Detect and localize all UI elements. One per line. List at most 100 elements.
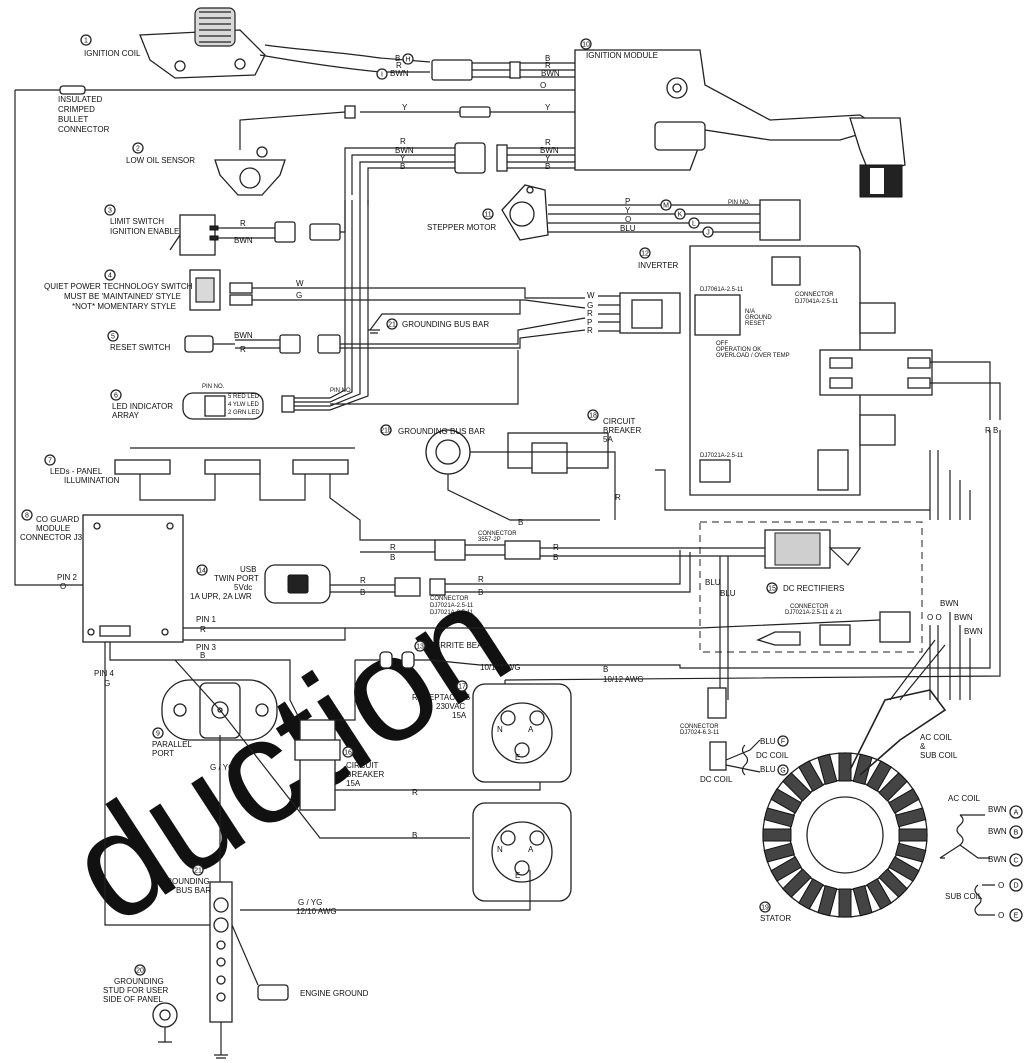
svg-text:OPERATION OK: OPERATION OK [716, 347, 761, 353]
svg-text:B: B [360, 588, 365, 597]
svg-text:OVERLOAD / OVER TEMP: OVERLOAD / OVER TEMP [716, 353, 790, 359]
svg-text:STEPPER MOTOR: STEPPER MOTOR [427, 223, 496, 232]
svg-text:IGNITION COIL: IGNITION COIL [84, 49, 141, 58]
svg-text:3: 3 [108, 208, 112, 215]
svg-text:3557-2P: 3557-2P [478, 537, 501, 543]
stepper-motor [501, 184, 760, 241]
stator-tooth [898, 828, 928, 842]
svg-text:BLU: BLU [705, 578, 721, 587]
svg-text:MODULE: MODULE [36, 524, 70, 533]
stator-tooth [782, 868, 812, 898]
svg-text:15A: 15A [346, 779, 361, 788]
svg-text:5A: 5A [603, 435, 613, 444]
grounding-stud [152, 1002, 178, 1043]
svg-text:BWN: BWN [541, 69, 560, 78]
svg-text:BLU: BLU [620, 224, 636, 233]
svg-text:B: B [553, 553, 558, 562]
svg-text:AC COIL: AC COIL [948, 794, 981, 803]
reset-switch [184, 317, 586, 354]
stator-tooth [878, 772, 908, 802]
svg-text:B: B [518, 518, 523, 527]
svg-text:Y: Y [400, 154, 406, 163]
svg-text:G: G [296, 291, 302, 300]
stator-tooth [878, 868, 908, 898]
svg-text:15: 15 [768, 586, 776, 593]
co-guard-module [82, 514, 184, 643]
svg-text:CONNECTOR: CONNECTOR [680, 724, 719, 730]
svg-text:G / YG: G / YG [298, 898, 322, 907]
svg-text:INVERTER: INVERTER [638, 261, 679, 270]
svg-text:LIMIT SWITCH: LIMIT SWITCH [110, 217, 164, 226]
svg-text:DJ7021A-2.5-11: DJ7021A-2.5-11 [430, 610, 474, 616]
svg-text:BWN: BWN [988, 805, 1007, 814]
svg-text:E: E [515, 753, 520, 762]
svg-text:16: 16 [344, 750, 352, 757]
svg-text:PIN 4: PIN 4 [94, 669, 115, 678]
svg-text:R: R [587, 309, 593, 318]
svg-text:P: P [587, 318, 592, 327]
num-1 [80, 34, 92, 46]
svg-text:7: 7 [48, 458, 52, 465]
svg-text:G: G [587, 301, 593, 310]
svg-text:R: R [390, 543, 396, 552]
svg-text:G: G [780, 768, 785, 775]
svg-text:N: N [497, 845, 503, 854]
svg-text:9: 9 [156, 731, 160, 738]
svg-text:RECEPTACLES: RECEPTACLES [412, 693, 470, 702]
svg-text:R: R [360, 576, 366, 585]
receptacle-12v-connector [360, 539, 690, 561]
panel-illumination-leds [114, 447, 435, 541]
engine-ground [257, 984, 289, 1001]
svg-text:O: O [540, 81, 546, 90]
svg-text:21: 21 [194, 868, 202, 875]
svg-text:PARALLEL: PARALLEL [152, 740, 192, 749]
svg-text:GROUNDING BUS BAR: GROUNDING BUS BAR [402, 320, 489, 329]
stator-tooth [866, 760, 892, 792]
svg-text:17: 17 [458, 684, 466, 691]
svg-text:10/12 AWG: 10/12 AWG [480, 663, 521, 672]
stator-tooth [894, 842, 927, 863]
svg-text:PIN 3: PIN 3 [196, 643, 217, 652]
svg-text:B: B [200, 651, 205, 660]
limit-switch [169, 190, 346, 256]
circuit-breaker-5a [507, 432, 616, 520]
svg-text:CONNECTOR: CONNECTOR [58, 125, 110, 134]
svg-text:*NOT* MOMENTARY STYLE: *NOT* MOMENTARY STYLE [72, 302, 176, 311]
stator-tooth [798, 878, 824, 910]
svg-text:B: B [1014, 830, 1019, 837]
inverter-input-connector [619, 292, 681, 334]
svg-text:R: R [396, 61, 402, 70]
stator-tooth [838, 888, 852, 918]
svg-text:STUD FOR USER: STUD FOR USER [103, 986, 169, 995]
num-15 [766, 582, 778, 594]
svg-text:B: B [603, 665, 608, 674]
svg-text:R: R [240, 219, 246, 228]
dc-rectifiers [690, 529, 911, 700]
stator-tooth [888, 788, 920, 814]
num-12 [639, 247, 651, 259]
bullet-connector [59, 85, 86, 95]
svg-text:BWN: BWN [940, 599, 959, 608]
parallel-port [161, 659, 470, 890]
svg-text:BWN: BWN [954, 613, 973, 622]
svg-text:PIN 2: PIN 2 [57, 573, 78, 582]
stator-tooth [798, 760, 824, 792]
ignition-coil [139, 7, 431, 79]
svg-text:W: W [296, 279, 304, 288]
svg-text:INSULATED: INSULATED [58, 95, 103, 104]
svg-text:A: A [528, 845, 534, 854]
svg-text:Y: Y [625, 206, 631, 215]
svg-text:BWN: BWN [540, 146, 559, 155]
svg-text:DJ7021A-2.5-11: DJ7021A-2.5-11 [700, 453, 744, 459]
svg-text:CIRCUIT: CIRCUIT [603, 417, 636, 426]
svg-text:O: O [60, 582, 66, 591]
stator-tooth [770, 788, 802, 814]
svg-text:O: O [998, 881, 1004, 890]
num-14 [196, 564, 208, 576]
svg-text:SIDE OF PANEL: SIDE OF PANEL [103, 995, 163, 1004]
svg-text:BWN: BWN [988, 827, 1007, 836]
svg-text:CONNECTOR: CONNECTOR [478, 531, 517, 537]
svg-text:PIN NO.: PIN NO. [202, 384, 225, 390]
svg-text:DJ7021A-2.5-11 & 21: DJ7021A-2.5-11 & 21 [785, 610, 843, 616]
svg-text:N: N [497, 725, 503, 734]
